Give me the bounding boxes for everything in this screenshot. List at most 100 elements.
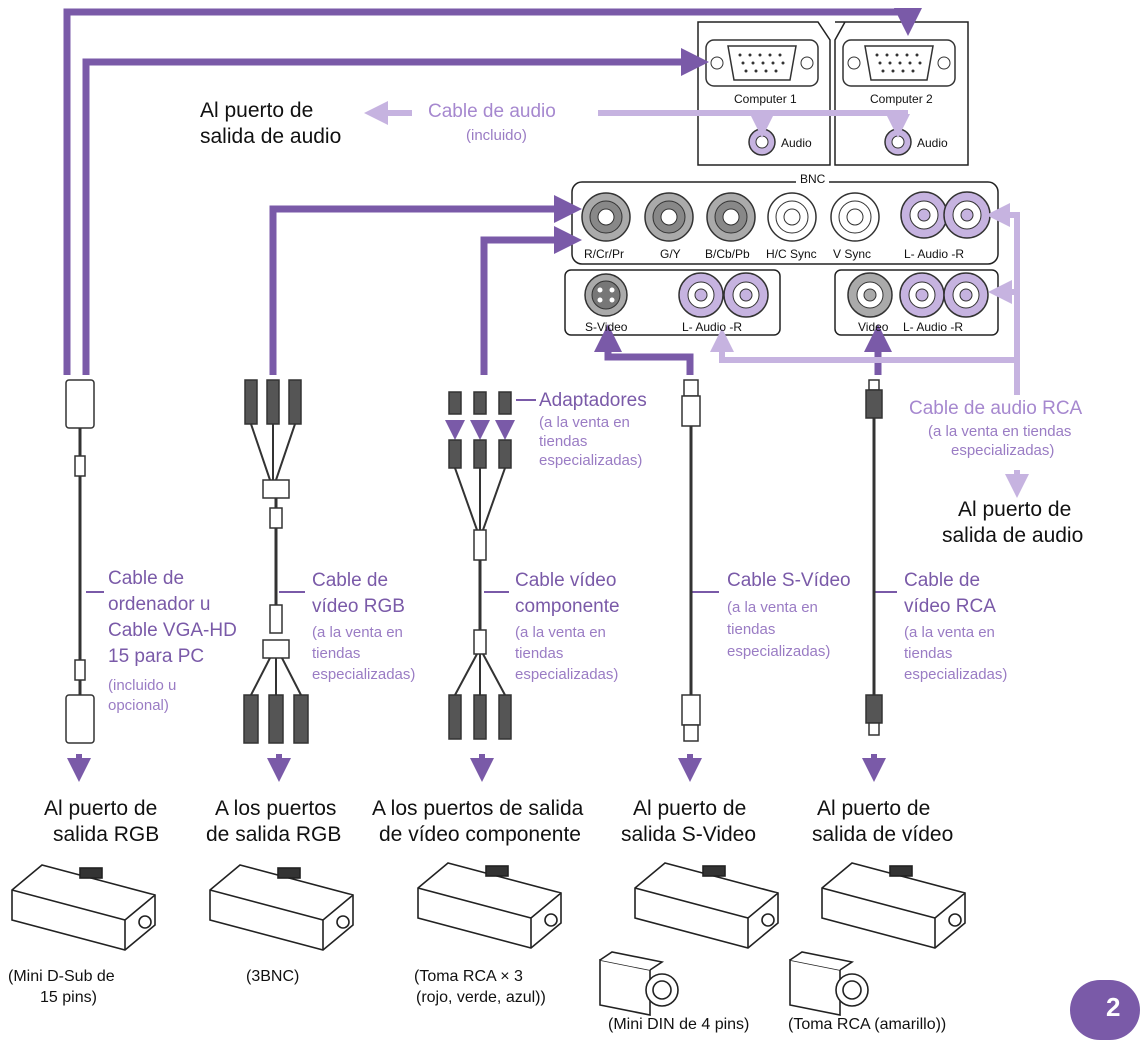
col5-connector-line1: (Toma RCA (amarillo)) bbox=[788, 1016, 947, 1033]
svideo-label: S-Video bbox=[585, 320, 628, 334]
top-audio-dest-line2: salida de audio bbox=[200, 125, 342, 148]
rca-audio-pair-icon bbox=[678, 272, 769, 318]
bnc-hsync-label: H/C Sync bbox=[766, 247, 817, 261]
col1-cable-line3: Cable VGA-HD bbox=[108, 620, 237, 641]
bnc-connector-icon bbox=[830, 192, 880, 242]
col5-cable-line2: vídeo RCA bbox=[904, 596, 996, 617]
adapter-arrows bbox=[445, 420, 515, 440]
down-arrows bbox=[67, 754, 886, 782]
col2-note-line2: tiendas bbox=[312, 645, 361, 662]
adapters-note2: tiendas bbox=[539, 433, 588, 450]
bnc-vsync-label: V Sync bbox=[833, 247, 872, 261]
col1-connector-line2: 15 pins) bbox=[40, 989, 97, 1006]
component-video-cable-icon bbox=[448, 391, 512, 740]
computer2-panel bbox=[834, 21, 969, 166]
top-audio-cable-note: (incluido) bbox=[466, 127, 527, 144]
bnc-connector-icon bbox=[767, 192, 817, 242]
top-audio-dest-line1: Al puerto de bbox=[200, 99, 314, 122]
adapters-label: Adaptadores bbox=[539, 390, 647, 411]
rgb-bnc-cable-icon bbox=[243, 379, 309, 744]
audio1-label: Audio bbox=[781, 136, 812, 150]
video-label: Video bbox=[858, 320, 889, 334]
computer1-panel bbox=[697, 21, 831, 166]
rca-audio-dest-line2: salida de audio bbox=[942, 524, 1084, 547]
col2-dest-line1: A los puertos bbox=[215, 797, 337, 820]
col1-note-line1: (incluido u bbox=[108, 677, 177, 694]
video-audio-label: L- Audio -R bbox=[903, 320, 964, 334]
col3-connector-line1: (Toma RCA × 3 bbox=[414, 968, 523, 985]
computer1-label: Computer 1 bbox=[734, 92, 797, 106]
col1-cable-line2: ordenador u bbox=[108, 594, 211, 615]
connection-diagram: Computer 1 Computer 2 Audio Audio BNC R/… bbox=[8, 8, 1140, 1040]
adapters-note1: (a la venta en bbox=[539, 414, 630, 431]
bnc-b-label: B/Cb/Pb bbox=[705, 247, 750, 261]
col4-dest-line1: Al puerto de bbox=[633, 797, 747, 820]
col4-note-line1: (a la venta en bbox=[727, 599, 818, 616]
col1-connector-line1: (Mini D-Sub de bbox=[8, 968, 115, 985]
adapters-note3: especializadas) bbox=[539, 452, 643, 469]
rca-audio-cable-label: Cable de audio RCA bbox=[909, 398, 1083, 419]
col5-dest-line1: Al puerto de bbox=[817, 797, 931, 820]
col1-cable-line4: 15 para PC bbox=[108, 646, 205, 667]
rca-audio-note1: (a la venta en tiendas bbox=[928, 423, 1072, 440]
col2-dest-line2: de salida RGB bbox=[206, 823, 342, 846]
col2-note-line1: (a la venta en bbox=[312, 624, 403, 641]
rca-audio-pair-icon bbox=[899, 272, 989, 318]
bnc-g-label: G/Y bbox=[660, 247, 681, 261]
page-number-badge: 2 bbox=[1070, 980, 1140, 1040]
video-panel bbox=[834, 269, 999, 336]
vga-cable-icon bbox=[65, 379, 95, 744]
col5-cable-line1: Cable de bbox=[904, 570, 981, 591]
col3-cable-line1: Cable vídeo bbox=[515, 570, 617, 591]
rca-audio-pair-icon bbox=[900, 191, 991, 239]
bnc-r-label: R/Cr/Pr bbox=[584, 247, 624, 261]
page-number: 2 bbox=[1106, 992, 1121, 1022]
vcr-device-icon bbox=[417, 862, 562, 949]
col4-cable-line1: Cable S-Vídeo bbox=[727, 570, 851, 591]
col5-note-line2: tiendas bbox=[904, 645, 953, 662]
col4-note-line3: especializadas) bbox=[727, 643, 831, 660]
bnc-panel bbox=[571, 181, 999, 265]
bnc-connector-icon bbox=[581, 192, 631, 242]
signal-lines bbox=[63, 8, 922, 375]
svideo-audio-label: L- Audio -R bbox=[682, 320, 743, 334]
col3-note-line1: (a la venta en bbox=[515, 624, 606, 641]
bnc-connector-icon bbox=[644, 192, 694, 242]
vcr-device-icon bbox=[634, 862, 779, 949]
svideo-panel bbox=[564, 269, 781, 336]
col3-dest-line1: A los puertos de salida bbox=[372, 797, 584, 820]
bnc-connector-icon bbox=[706, 192, 756, 242]
col5-dest-line2: salida de vídeo bbox=[812, 823, 954, 846]
col3-connector-line2: (rojo, verde, azul)) bbox=[416, 989, 546, 1006]
bnc-audio-label: L- Audio -R bbox=[904, 247, 965, 261]
diagram-graphics bbox=[11, 8, 1029, 1016]
col5-note-line3: especializadas) bbox=[904, 666, 1008, 683]
source-devices bbox=[11, 862, 966, 1016]
col1-note-line2: opcional) bbox=[108, 697, 169, 714]
vcr-device-icon bbox=[11, 864, 156, 951]
bnc-label: BNC bbox=[796, 172, 830, 186]
col2-note-line3: especializadas) bbox=[312, 666, 416, 683]
col1-dest-line2: salida RGB bbox=[53, 823, 160, 846]
rca-video-cable-icon bbox=[865, 379, 883, 736]
audio2-label: Audio bbox=[917, 136, 948, 150]
camcorder-icon bbox=[789, 951, 869, 1016]
col2-cable-line1: Cable de bbox=[312, 570, 389, 591]
col1-dest-line1: Al puerto de bbox=[44, 797, 158, 820]
leader-lines bbox=[86, 399, 897, 593]
col3-dest-line2: de vídeo componente bbox=[379, 823, 581, 846]
col4-note-line2: tiendas bbox=[727, 621, 776, 638]
col5-note-line1: (a la venta en bbox=[904, 624, 995, 641]
rca-audio-note2: especializadas) bbox=[951, 442, 1055, 459]
col4-connector-line1: (Mini DIN de 4 pins) bbox=[608, 1016, 750, 1033]
top-audio-cable-label: Cable de audio bbox=[428, 101, 556, 122]
rca-audio-dest-line1: Al puerto de bbox=[958, 498, 1072, 521]
computer2-label: Computer 2 bbox=[870, 92, 933, 106]
vcr-device-icon bbox=[821, 862, 966, 949]
col3-note-line3: especializadas) bbox=[515, 666, 619, 683]
camcorder-icon bbox=[599, 951, 679, 1016]
vcr-device-icon bbox=[209, 864, 354, 951]
cables bbox=[65, 379, 883, 744]
col3-cable-line2: componente bbox=[515, 596, 620, 617]
col1-cable-line1: Cable de bbox=[108, 568, 185, 589]
